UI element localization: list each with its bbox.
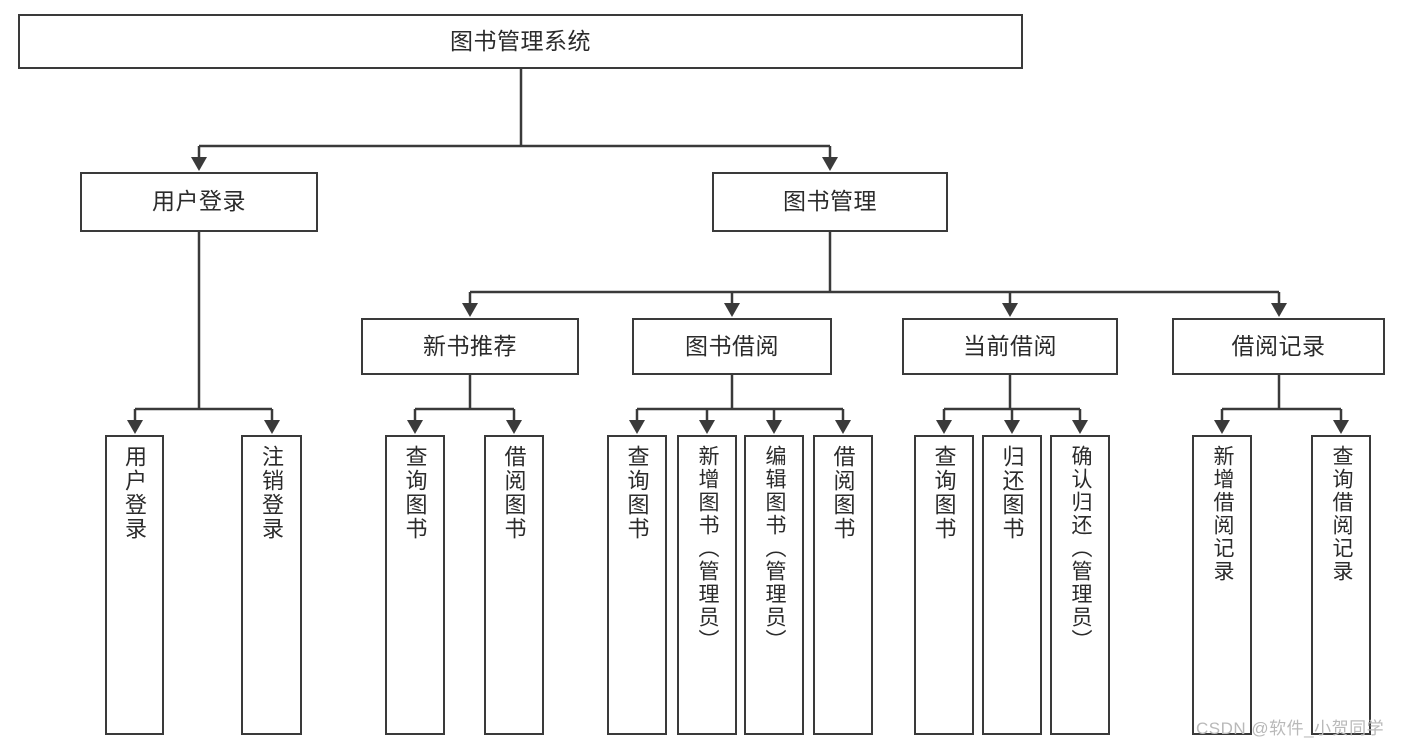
node-label: 新增图书（管理员） bbox=[696, 445, 720, 652]
node-label: 查询借阅记录 bbox=[1330, 445, 1354, 583]
node-n2b[interactable]: 图书借阅 bbox=[632, 318, 832, 375]
node-label: 用户登录 bbox=[122, 445, 148, 541]
edge-group-n1b bbox=[462, 232, 1287, 317]
node-l1[interactable]: 用户登录 bbox=[105, 435, 164, 735]
node-label: 借阅记录 bbox=[1231, 332, 1326, 359]
node-label: 注销登录 bbox=[259, 445, 285, 541]
node-l13[interactable]: 查询借阅记录 bbox=[1311, 435, 1371, 735]
node-label: 借阅图书 bbox=[501, 445, 527, 541]
node-label: 查询图书 bbox=[624, 445, 650, 541]
node-n2a[interactable]: 新书推荐 bbox=[361, 318, 579, 375]
node-label: 查询图书 bbox=[402, 445, 428, 541]
node-l5[interactable]: 查询图书 bbox=[607, 435, 667, 735]
node-l6[interactable]: 新增图书（管理员） bbox=[677, 435, 737, 735]
node-label: 图书管理 bbox=[783, 188, 877, 215]
node-root[interactable]: 图书管理系统 bbox=[18, 14, 1023, 69]
node-l10[interactable]: 归还图书 bbox=[982, 435, 1042, 735]
node-label: 图书管理系统 bbox=[450, 27, 591, 54]
node-n2c[interactable]: 当前借阅 bbox=[902, 318, 1118, 375]
node-l12[interactable]: 新增借阅记录 bbox=[1192, 435, 1252, 735]
edge-group-n2c bbox=[936, 375, 1088, 434]
node-label: 用户登录 bbox=[152, 188, 246, 215]
edge-group-root bbox=[191, 69, 838, 171]
edge-group-n2a bbox=[407, 375, 522, 434]
node-l4[interactable]: 借阅图书 bbox=[484, 435, 544, 735]
node-n1b[interactable]: 图书管理 bbox=[712, 172, 948, 232]
node-l9[interactable]: 查询图书 bbox=[914, 435, 974, 735]
node-l2[interactable]: 注销登录 bbox=[241, 435, 302, 735]
node-l11[interactable]: 确认归还（管理员） bbox=[1050, 435, 1110, 735]
edge-group-n2b bbox=[629, 375, 851, 434]
edge-group-n1a bbox=[127, 232, 280, 434]
node-l7[interactable]: 编辑图书（管理员） bbox=[744, 435, 804, 735]
node-label: 确认归还（管理员） bbox=[1069, 445, 1093, 652]
node-l3[interactable]: 查询图书 bbox=[385, 435, 445, 735]
edge-group-n2d bbox=[1214, 375, 1349, 434]
node-label: 图书借阅 bbox=[685, 332, 779, 359]
watermark: CSDN @软件_小贺同学 bbox=[1196, 719, 1385, 738]
node-label: 编辑图书（管理员） bbox=[763, 445, 787, 652]
node-label: 当前借阅 bbox=[963, 332, 1057, 359]
node-n1a[interactable]: 用户登录 bbox=[80, 172, 318, 232]
node-label: 借阅图书 bbox=[830, 445, 856, 541]
node-label: 查询图书 bbox=[931, 445, 957, 541]
node-l8[interactable]: 借阅图书 bbox=[813, 435, 873, 735]
node-n2d[interactable]: 借阅记录 bbox=[1172, 318, 1385, 375]
node-label: 新增借阅记录 bbox=[1211, 445, 1235, 583]
node-label: 新书推荐 bbox=[423, 332, 517, 359]
node-label: 归还图书 bbox=[999, 445, 1025, 541]
